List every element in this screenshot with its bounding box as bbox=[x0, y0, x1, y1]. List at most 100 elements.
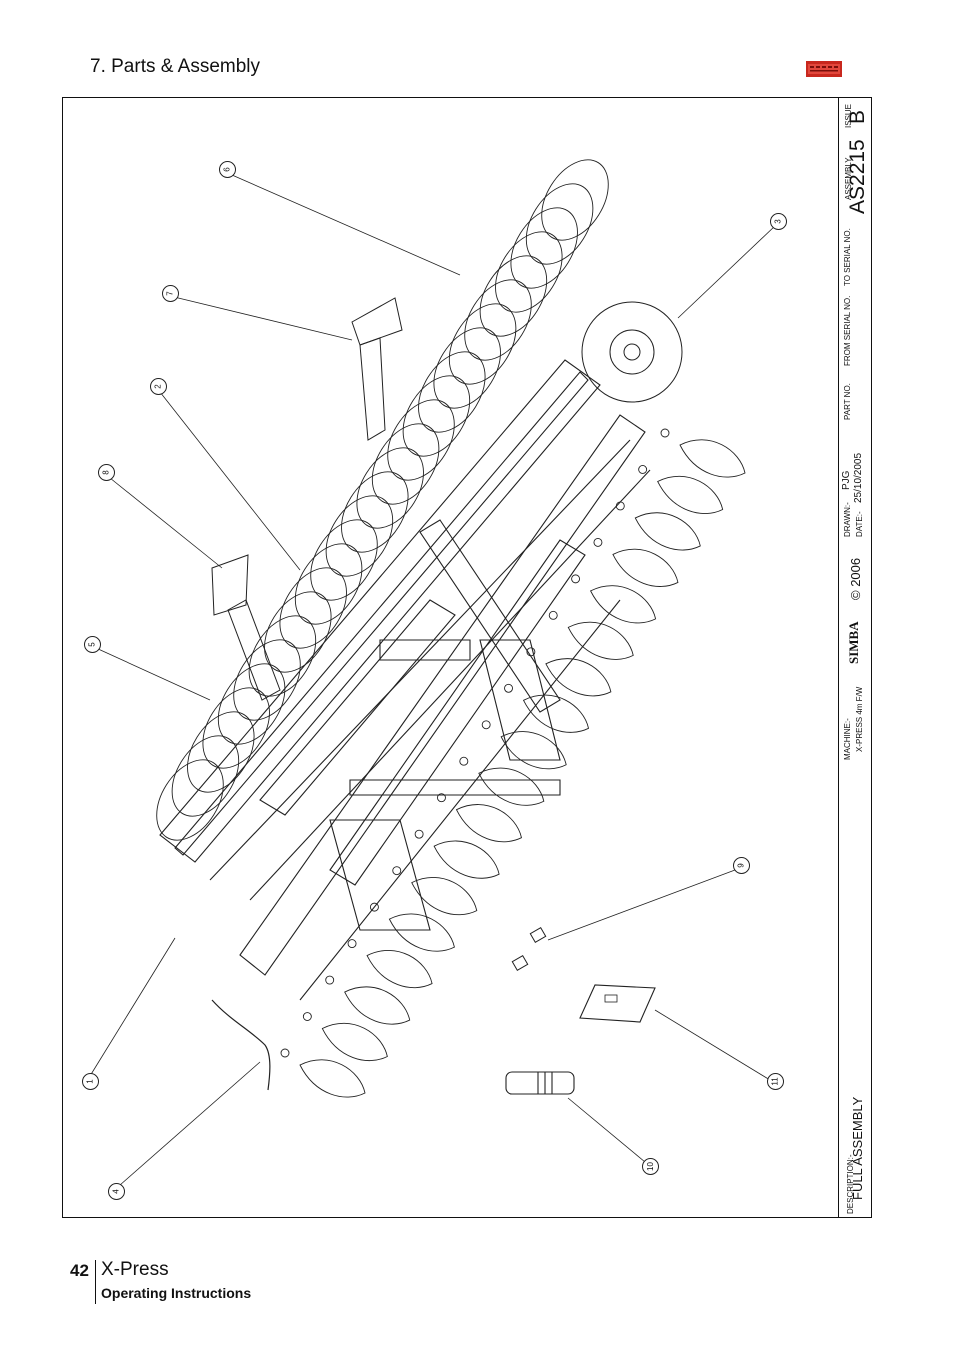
bolt bbox=[571, 574, 581, 584]
roller-disc bbox=[464, 279, 532, 361]
roller-discs bbox=[156, 159, 609, 841]
bolt bbox=[504, 683, 513, 693]
to-serial-label: TO SERIAL NO. bbox=[843, 228, 852, 286]
roller-disc bbox=[479, 255, 548, 337]
date-label: DATE:- bbox=[855, 511, 864, 537]
bolt bbox=[369, 902, 379, 912]
bolt bbox=[392, 866, 402, 876]
tine bbox=[679, 439, 746, 478]
tine bbox=[634, 512, 701, 551]
roller-disc bbox=[525, 183, 594, 265]
roller-disc bbox=[310, 519, 378, 601]
roller-disc bbox=[325, 495, 394, 577]
bolt bbox=[459, 756, 469, 766]
callout-11: 11 bbox=[767, 1073, 784, 1090]
machine-value: X-PRESS 4m F/W bbox=[855, 686, 864, 752]
callout-8: 8 bbox=[98, 464, 115, 481]
main-frame bbox=[159, 359, 651, 1001]
tine bbox=[567, 621, 634, 660]
bolt bbox=[548, 610, 558, 620]
pin-10 bbox=[505, 1071, 575, 1095]
page-number: 42 bbox=[70, 1261, 89, 1280]
roller-disc bbox=[233, 639, 301, 721]
tine-row bbox=[280, 428, 746, 1098]
issue-value: B bbox=[846, 109, 869, 124]
tine bbox=[433, 840, 500, 879]
roller-disc bbox=[264, 591, 332, 673]
callout-1: 1 bbox=[82, 1073, 99, 1090]
tine bbox=[321, 1023, 388, 1062]
tine bbox=[299, 1059, 366, 1098]
callout-3: 3 bbox=[770, 213, 787, 230]
tine bbox=[545, 658, 612, 697]
section-title: 7. Parts & Assembly bbox=[90, 56, 261, 77]
callout-2: 2 bbox=[150, 378, 167, 395]
bolt bbox=[660, 428, 670, 438]
copyright: © 2006 bbox=[848, 557, 863, 600]
tine bbox=[478, 767, 545, 806]
leader-lines bbox=[89, 174, 777, 1186]
roller-disc bbox=[279, 567, 347, 649]
bracket-8 bbox=[211, 554, 249, 616]
roller-disc bbox=[448, 303, 517, 385]
roller-disc bbox=[495, 231, 563, 313]
footer-divider bbox=[95, 1260, 96, 1304]
callout-5: 5 bbox=[84, 636, 101, 653]
callout-7: 7 bbox=[162, 285, 179, 302]
bolt bbox=[414, 829, 424, 839]
footer-product: X-Press bbox=[101, 1259, 169, 1280]
roller-disc bbox=[541, 159, 609, 241]
machine-label: MACHINE:- bbox=[843, 718, 852, 760]
company-logo: SIMBA bbox=[846, 621, 861, 664]
bolt bbox=[638, 465, 648, 474]
roller-disc bbox=[294, 543, 363, 625]
roller-disc bbox=[418, 351, 486, 433]
drawn-value: PJG bbox=[841, 470, 852, 490]
tine bbox=[455, 804, 522, 843]
bolt bbox=[302, 1012, 312, 1021]
bolt bbox=[347, 939, 357, 949]
manual-11 bbox=[579, 984, 656, 1023]
tine bbox=[522, 694, 590, 733]
tine bbox=[344, 986, 411, 1025]
tine bbox=[657, 475, 724, 514]
part-no-label: PART NO. bbox=[843, 383, 852, 420]
bracket-7 bbox=[351, 297, 403, 346]
roller-disc bbox=[433, 327, 501, 409]
callout-6: 6 bbox=[219, 161, 236, 178]
footer-subtitle: Operating Instructions bbox=[101, 1285, 252, 1301]
title-block-separator bbox=[838, 97, 839, 1218]
from-serial-label: FROM SERIAL NO. bbox=[843, 295, 852, 366]
roller-disc bbox=[356, 447, 424, 529]
star-wheel bbox=[581, 301, 683, 403]
drawn-label: DRAWN:- bbox=[843, 502, 852, 537]
roller-disc bbox=[387, 399, 455, 481]
callout-10: 10 bbox=[642, 1158, 659, 1175]
bolt bbox=[325, 975, 335, 985]
drawing-frame bbox=[62, 97, 872, 1218]
roller-disc bbox=[202, 687, 270, 769]
tine bbox=[366, 950, 433, 989]
roller-disc bbox=[156, 759, 224, 841]
roller-disc bbox=[510, 207, 578, 289]
roller-disc bbox=[171, 735, 240, 817]
bolt bbox=[526, 647, 536, 657]
tine bbox=[411, 877, 478, 916]
description-value: FULL ASSEMBLY bbox=[850, 1096, 865, 1200]
date-value: 25/10/2005 bbox=[853, 452, 864, 503]
bolt bbox=[593, 537, 603, 547]
tine bbox=[500, 731, 567, 770]
callout-4: 4 bbox=[108, 1183, 125, 1200]
tine bbox=[612, 548, 679, 587]
roller-disc bbox=[371, 423, 440, 505]
roller-disc bbox=[402, 375, 471, 457]
bolt bbox=[615, 501, 625, 511]
roller-disc bbox=[341, 471, 409, 553]
bolt bbox=[481, 720, 491, 730]
callout-9: 9 bbox=[733, 857, 750, 874]
assembly-number: AS2215 bbox=[846, 139, 869, 214]
simba-logo bbox=[806, 61, 842, 77]
bolt bbox=[437, 793, 446, 803]
roller-disc bbox=[217, 663, 286, 745]
